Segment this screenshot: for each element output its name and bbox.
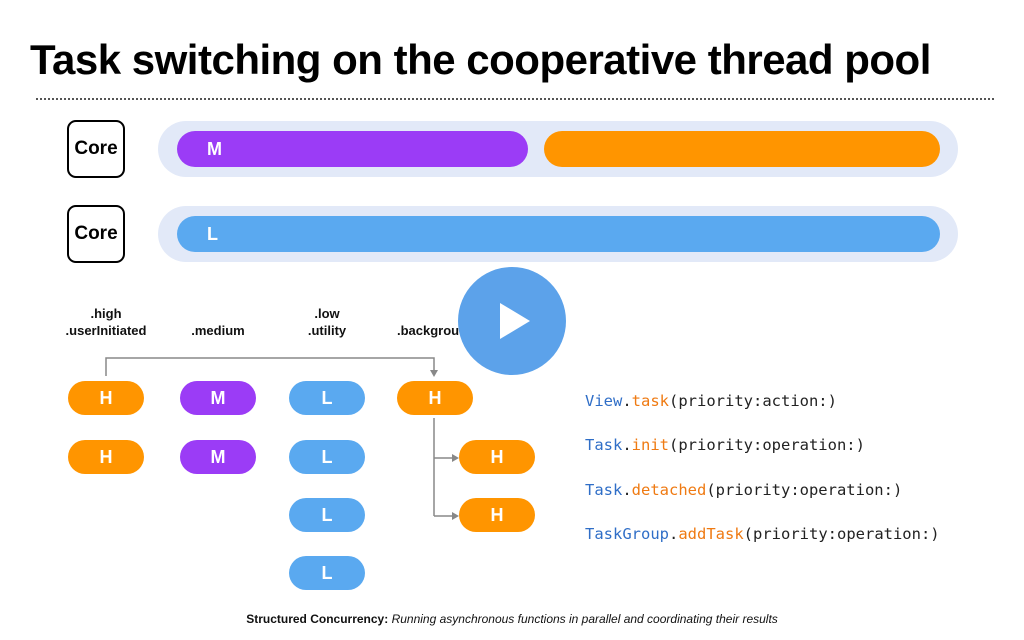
arrow-right-icon: [452, 512, 459, 520]
priority-background-name: .backgrou: [397, 323, 460, 338]
task-pill-medium-2: M: [180, 440, 256, 474]
api-args: (priority:action:): [669, 392, 837, 410]
core-box-1: Core: [67, 120, 125, 178]
api-dot: .: [669, 525, 679, 543]
priority-label-background: .backgrou: [397, 305, 467, 339]
priority-medium-name: .medium: [191, 323, 245, 338]
api-args: (priority:operation:): [669, 436, 865, 454]
api-method: detached: [631, 481, 707, 499]
footer-description: Running asynchronous functions in parall…: [391, 612, 778, 626]
task-pill-low-3: L: [289, 498, 365, 532]
task-pill-background-1: H: [397, 381, 473, 415]
title-divider: [36, 98, 994, 100]
priority-utility-name: .utility: [307, 323, 347, 338]
priority-label-high: .high .userInitiated: [46, 305, 166, 339]
task-pill-high-2: H: [68, 440, 144, 474]
api-dot: .: [622, 392, 632, 410]
task-pill-high-1: H: [68, 381, 144, 415]
api-method: task: [631, 392, 669, 410]
api-task-detached: Task.detached(priority:operation:): [585, 481, 902, 499]
slide-title: Task switching on the cooperative thread…: [30, 36, 931, 83]
footer-caption: Structured Concurrency: Running asynchro…: [0, 612, 1024, 626]
task-pill-low-2: L: [289, 440, 365, 474]
priority-low-name: .low: [314, 306, 340, 321]
api-type: Task: [585, 481, 623, 499]
api-args: (priority:operation:): [706, 481, 903, 499]
footer-lead: Structured Concurrency:: [246, 612, 389, 626]
api-method: init: [631, 436, 669, 454]
play-icon: [500, 303, 530, 339]
api-task-init: Task.init(priority:operation:): [585, 436, 865, 454]
core-track-1: M: [158, 121, 958, 177]
api-type: TaskGroup: [585, 525, 669, 543]
core-track-2: L: [158, 206, 958, 262]
play-button[interactable]: [458, 267, 566, 375]
migration-line: [105, 357, 435, 376]
priority-userinitiated-name: .userInitiated: [65, 323, 147, 338]
api-taskgroup-addtask: TaskGroup.addTask(priority:operation:): [585, 525, 940, 543]
api-type: View: [585, 392, 623, 410]
priority-label-low: .low .utility: [267, 305, 387, 339]
api-args: (priority:operation:): [743, 525, 940, 543]
priority-high-name: .high: [90, 306, 122, 321]
api-type: Task: [585, 436, 623, 454]
api-dot: .: [622, 481, 632, 499]
child-task-pill-2: H: [459, 498, 535, 532]
core-1-task-medium: M: [177, 131, 528, 167]
arrow-right-icon: [452, 454, 459, 462]
api-view-task: View.task(priority:action:): [585, 392, 837, 410]
arrow-down-icon: [430, 370, 438, 377]
task-pill-medium-1: M: [180, 381, 256, 415]
child-task-pill-1: H: [459, 440, 535, 474]
core-2-task-low: L: [177, 216, 940, 252]
task-pill-low-1: L: [289, 381, 365, 415]
api-dot: .: [622, 436, 632, 454]
core-1-task-high: [544, 131, 940, 167]
core-box-2: Core: [67, 205, 125, 263]
api-method: addTask: [678, 525, 744, 543]
task-pill-low-4: L: [289, 556, 365, 590]
priority-label-medium: .medium: [158, 305, 278, 339]
